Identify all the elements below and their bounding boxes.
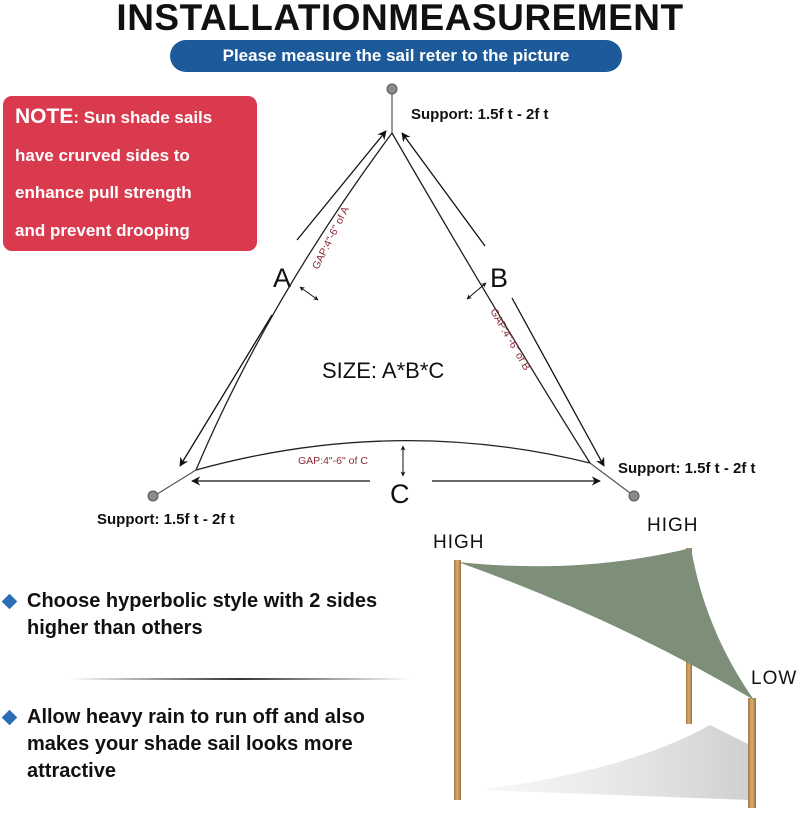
bullet-2-line-2: makes your shade sail looks more bbox=[27, 733, 353, 755]
right-support-post bbox=[628, 490, 640, 502]
bullet-2-line-1: Allow heavy rain to run off and also bbox=[27, 706, 365, 728]
note-line-4: and prevent drooping bbox=[15, 220, 190, 240]
support-label-right: Support: 1.5f t - 2f t bbox=[618, 460, 756, 477]
shade-sail-illustration bbox=[454, 548, 756, 808]
pole-right bbox=[748, 698, 756, 808]
sail-shadow bbox=[480, 725, 750, 800]
sail-side-b bbox=[391, 132, 591, 464]
diamond-bullet-icon bbox=[1, 709, 18, 726]
dimension-arrow-b-upper bbox=[401, 132, 486, 247]
sail-side-a bbox=[195, 132, 393, 471]
label-a: A bbox=[273, 263, 291, 293]
gap-text-a: GAP:4"-6" of A bbox=[310, 205, 352, 272]
bullet-item-hyperbolic: Choose hyperbolic style with 2 sides hig… bbox=[1, 588, 464, 644]
dimension-arrow-a-upper bbox=[296, 130, 387, 241]
high-label-left: HIGH bbox=[433, 532, 485, 553]
note-line-1-text: : Sun shade sails bbox=[73, 108, 213, 127]
right-support-rope bbox=[589, 462, 635, 497]
left-support-post bbox=[147, 490, 159, 502]
instruction-banner: Please measure the sail reter to the pic… bbox=[170, 40, 622, 72]
bullet-item-rain: Allow heavy rain to run off and also mak… bbox=[1, 704, 464, 788]
label-b: B bbox=[490, 263, 508, 293]
bullet-1-line-1: Choose hyperbolic style with 2 sides bbox=[27, 590, 378, 612]
gap-text-b: GAP:4"-6" of B bbox=[487, 307, 532, 373]
top-support-post bbox=[386, 83, 398, 95]
dimension-arrow-a-lower bbox=[179, 314, 273, 467]
bullet-1-line-2: higher than others bbox=[27, 617, 203, 639]
high-label-right: HIGH bbox=[647, 515, 699, 536]
gap-arrow-a bbox=[299, 286, 319, 301]
section-divider bbox=[70, 678, 410, 680]
dimension-arrow-b-lower bbox=[511, 297, 605, 467]
measurement-diagram: A B C GAP:4"-6" of A GAP:4"-6" of B GAP:… bbox=[147, 83, 640, 509]
bullet-2-line-3: attractive bbox=[27, 760, 116, 782]
note-box: NOTE: Sun shade sails have crurved sides… bbox=[3, 96, 257, 251]
bullet-text-2: Allow heavy rain to run off and also mak… bbox=[27, 704, 365, 785]
low-label: LOW bbox=[751, 668, 798, 689]
note-lead: NOTE bbox=[15, 105, 74, 128]
note-line-3: enhance pull strength bbox=[15, 183, 192, 202]
sail-fabric bbox=[458, 548, 754, 700]
note-line-2: have crurved sides to bbox=[15, 145, 190, 165]
sail-side-c bbox=[195, 439, 591, 471]
label-c: C bbox=[390, 479, 410, 509]
pole-left bbox=[454, 560, 461, 800]
note-line-1: NOTE: Sun shade sails bbox=[15, 98, 257, 137]
page-title: INSTALLATIONMEASUREMENT bbox=[116, 0, 684, 38]
size-formula: SIZE: A*B*C bbox=[322, 358, 444, 383]
support-label-top: Support: 1.5f t - 2f t bbox=[411, 106, 549, 123]
gap-text-c: GAP:4"-6" of C bbox=[298, 455, 368, 467]
bullet-text-1: Choose hyperbolic style with 2 sides hig… bbox=[27, 588, 377, 642]
left-support-rope bbox=[153, 469, 197, 497]
diamond-bullet-icon bbox=[1, 593, 18, 610]
support-label-left: Support: 1.5f t - 2f t bbox=[97, 511, 235, 528]
gap-arrow-b bbox=[466, 282, 487, 300]
